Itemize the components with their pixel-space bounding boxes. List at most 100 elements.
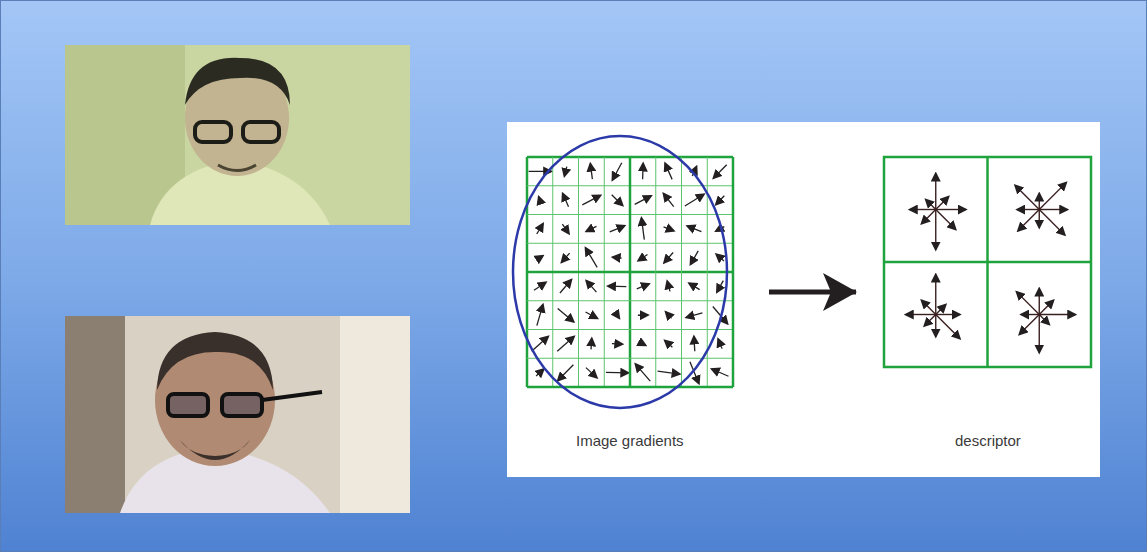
gradient-arrow bbox=[636, 364, 651, 381]
gradient-arrow bbox=[586, 368, 597, 378]
histogram-arrow bbox=[924, 315, 935, 326]
gradient-arrow bbox=[664, 227, 674, 231]
gradient-arrow bbox=[586, 226, 596, 231]
histogram-arrow bbox=[1019, 315, 1039, 335]
histogram-arrow bbox=[926, 200, 936, 210]
gradient-arrow bbox=[606, 372, 628, 374]
gradient-arrow bbox=[590, 164, 592, 179]
photo-shirt bbox=[150, 160, 330, 225]
histogram-arrow bbox=[1039, 300, 1053, 314]
flow-arrow bbox=[769, 290, 856, 295]
histogram-arrow bbox=[922, 210, 936, 224]
grid-lines bbox=[527, 157, 733, 387]
white-panel bbox=[507, 122, 1100, 477]
gradient-arrow bbox=[608, 285, 626, 287]
histogram-arrow bbox=[1021, 314, 1039, 315]
histogram-arrow bbox=[1039, 210, 1040, 228]
histogram-arrow bbox=[906, 314, 936, 315]
grid-line bbox=[655, 157, 656, 387]
gradient-arrow bbox=[560, 280, 571, 293]
histogram-arrow bbox=[1039, 209, 1067, 210]
gradient-arrow bbox=[666, 312, 672, 318]
gradient-arrow bbox=[562, 224, 569, 233]
gradient-arrow bbox=[612, 163, 621, 180]
histogram-arrow bbox=[1017, 209, 1039, 210]
histogram-arrow bbox=[936, 197, 949, 210]
figure-caption: descriptor bbox=[955, 432, 1021, 449]
gradient-arrow bbox=[641, 218, 644, 240]
histogram-arrow bbox=[1039, 210, 1064, 235]
gradient-arrow bbox=[638, 314, 648, 316]
gradient-arrow bbox=[638, 255, 647, 261]
histogram-arrow bbox=[1039, 183, 1066, 210]
gradient-arrow bbox=[717, 281, 723, 292]
histogram-arrow bbox=[1018, 210, 1039, 231]
descriptor-grid bbox=[884, 157, 1091, 367]
gradient-arrow bbox=[532, 337, 548, 352]
gradient-arrow bbox=[658, 371, 680, 374]
photo-hair bbox=[157, 332, 273, 390]
photo-frame bbox=[65, 316, 410, 513]
gradient-arrow bbox=[590, 338, 592, 349]
gradient-arrow bbox=[537, 305, 543, 326]
photo-beard bbox=[180, 440, 250, 460]
histogram-arrow bbox=[1039, 194, 1040, 210]
gradient-arrow bbox=[685, 194, 704, 206]
histogram-arrow bbox=[935, 315, 936, 337]
gradient-arrow bbox=[635, 196, 651, 205]
gradient-arrow bbox=[558, 365, 574, 381]
gradient-arrow bbox=[716, 254, 724, 261]
gradient-arrow bbox=[537, 256, 543, 260]
histogram-arrow bbox=[1039, 314, 1075, 315]
gradient-arrow bbox=[612, 195, 623, 206]
gradient-arrow bbox=[689, 283, 700, 289]
grid-line bbox=[527, 300, 733, 301]
gradient-arrow bbox=[557, 336, 574, 351]
gradient-arrow bbox=[712, 369, 729, 376]
gradient-arrow bbox=[664, 194, 674, 207]
figure-caption: Image gradients bbox=[576, 432, 684, 449]
histogram-arrow bbox=[936, 210, 956, 230]
grid-line bbox=[732, 157, 735, 387]
gradient-arrow bbox=[562, 253, 570, 262]
histogram-arrow bbox=[935, 210, 936, 250]
grid-line bbox=[884, 261, 1091, 264]
gradient-arrow bbox=[691, 251, 699, 265]
histogram-arrows bbox=[906, 174, 1076, 353]
gradient-arrow bbox=[563, 194, 569, 207]
histogram-arrow bbox=[922, 300, 936, 314]
gradient-arrow bbox=[585, 312, 597, 318]
gradient-arrow bbox=[716, 196, 724, 205]
gradient-arrow bbox=[615, 312, 619, 318]
gradient-arrow bbox=[667, 281, 670, 291]
photo-glasses bbox=[195, 122, 231, 142]
gradient-arrow bbox=[665, 163, 672, 179]
gradient-arrow bbox=[664, 252, 673, 262]
gradient-arrow bbox=[642, 163, 644, 179]
gradient-arrow bbox=[718, 339, 722, 349]
gradient-arrow bbox=[582, 195, 600, 205]
grid-line bbox=[527, 271, 733, 274]
gradient-arrow bbox=[586, 281, 596, 292]
photo-hair bbox=[185, 58, 290, 105]
histogram-arrow bbox=[935, 174, 936, 210]
gradient-arrow bbox=[537, 224, 543, 234]
gradient-arrow bbox=[637, 284, 649, 289]
figure-region: descriptor bbox=[884, 157, 1091, 457]
gradient-arrow bbox=[586, 248, 598, 267]
photo-glasses-arm bbox=[262, 392, 322, 400]
histogram-arrow bbox=[1015, 185, 1039, 209]
photo-window bbox=[340, 316, 410, 513]
gradient-arrow bbox=[613, 257, 622, 259]
gradient-arrow bbox=[687, 226, 701, 232]
histogram-arrow bbox=[936, 209, 966, 210]
photo-wall bbox=[65, 316, 125, 513]
gradient-arrow bbox=[610, 226, 625, 232]
histogram-arrow bbox=[1039, 289, 1040, 315]
gaussian-window bbox=[513, 136, 727, 408]
histogram-arrow bbox=[936, 305, 946, 315]
gradient-arrow bbox=[564, 167, 566, 176]
